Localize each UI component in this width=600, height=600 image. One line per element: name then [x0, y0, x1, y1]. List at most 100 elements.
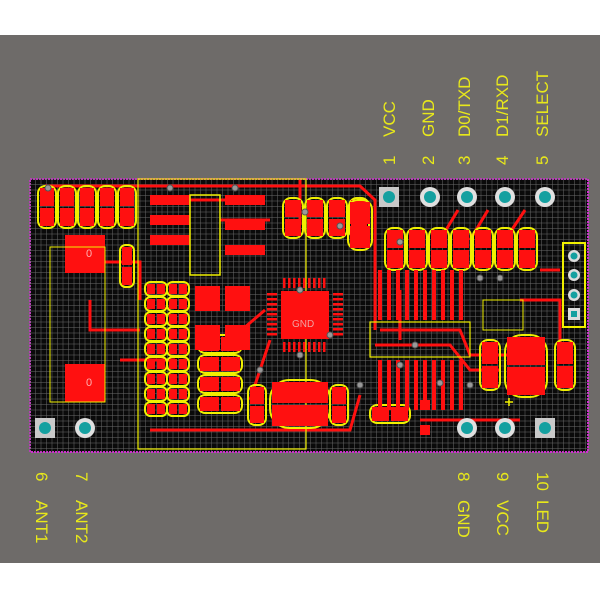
smd-pad [195, 325, 220, 350]
ic-pin [333, 303, 343, 306]
via [411, 341, 419, 349]
smd-pad [307, 219, 323, 236]
smd-pad [200, 357, 219, 371]
pad-hole [424, 191, 436, 203]
pad-hole [539, 191, 551, 203]
antenna-pad [65, 364, 105, 402]
smd-outline [516, 227, 538, 271]
pin-name: GND [419, 99, 438, 137]
smd-pad [122, 247, 132, 265]
ic-pin [267, 323, 277, 326]
ic-pin [308, 278, 311, 288]
smd-pad [221, 397, 240, 411]
polarity-mark [505, 398, 513, 406]
pin-number: 8 [454, 472, 473, 481]
via [396, 361, 404, 369]
ic-pin [333, 323, 343, 326]
smd-pad [519, 230, 535, 248]
smd-pad [332, 406, 346, 423]
smd-pad [157, 284, 165, 294]
smd-pad [169, 359, 177, 369]
smd-pad [420, 425, 430, 435]
pin-name: VCC [380, 101, 399, 137]
smd-pad [157, 389, 165, 399]
smd-outline [304, 197, 326, 239]
via [476, 274, 484, 282]
smd-pad [391, 407, 408, 421]
ic-pin [313, 342, 316, 352]
smd-outline [384, 227, 406, 271]
ic-pin [323, 342, 326, 352]
pin-number: 1 [380, 156, 399, 165]
smd-pad [431, 230, 447, 248]
smd-pad [387, 250, 403, 268]
smd-pad [225, 325, 250, 350]
ic-pin [267, 303, 277, 306]
via [296, 286, 304, 294]
smd-pad [122, 267, 132, 285]
smd-pad [557, 366, 573, 388]
soic-pin [387, 360, 391, 410]
smd-pad [169, 374, 177, 384]
smd-pad [169, 389, 177, 399]
smd-pad [225, 286, 250, 311]
ic-pin [298, 278, 301, 288]
smd-pad [169, 344, 177, 354]
pin-name: D1/RXD [493, 75, 512, 137]
pin-number: 2 [419, 156, 438, 165]
smd-pad [60, 208, 74, 226]
soic-pin [459, 360, 463, 410]
smd-pad [409, 250, 425, 268]
silkscreen-outline [482, 299, 524, 331]
ic-pin [267, 333, 277, 336]
pin-name: LED [533, 500, 552, 533]
soic-pin [432, 360, 436, 410]
soic-pin [414, 270, 418, 320]
smd-pad [431, 250, 447, 268]
ic-pin [293, 278, 296, 288]
soic-pin [432, 270, 436, 320]
pin-number: 7 [72, 472, 91, 481]
pad-hole [571, 311, 577, 317]
ic-pin [333, 328, 343, 331]
ic-pin [333, 293, 343, 296]
copper-trace [88, 300, 140, 332]
ic-outline [189, 194, 221, 276]
smd-pad [179, 314, 187, 324]
smd-pad [195, 286, 220, 311]
via [336, 222, 344, 230]
soic-pin [405, 270, 409, 320]
smd-pad [475, 230, 491, 248]
pin-name: ANT1 [32, 500, 51, 543]
smd-pad [157, 374, 165, 384]
soic-pin [423, 360, 427, 410]
smd-pad [169, 299, 177, 309]
side-header-outline [562, 242, 586, 328]
smd-outline [269, 379, 331, 429]
via [356, 381, 364, 389]
ic-pin [283, 278, 286, 288]
smd-pad [169, 404, 177, 414]
smd-outline [494, 227, 516, 271]
smd-pad [557, 342, 573, 364]
smd-outline [197, 374, 243, 394]
smd-pad [147, 329, 155, 339]
smd-pad [329, 200, 345, 217]
pin-number: 10 [533, 472, 552, 491]
ic-pin [283, 342, 286, 352]
ic-pin [323, 278, 326, 288]
smd-pad [225, 195, 265, 205]
smd-pad [285, 219, 301, 236]
ic-pin [298, 342, 301, 352]
smd-pad [147, 389, 155, 399]
copper-trace [100, 260, 142, 300]
smd-pad [221, 357, 240, 371]
smd-outline [479, 339, 501, 391]
ic-pin [333, 313, 343, 316]
smd-pad [147, 284, 155, 294]
smd-outline [57, 185, 77, 229]
smd-pad [179, 404, 187, 414]
ic-pin [288, 278, 291, 288]
ic-pin [288, 342, 291, 352]
